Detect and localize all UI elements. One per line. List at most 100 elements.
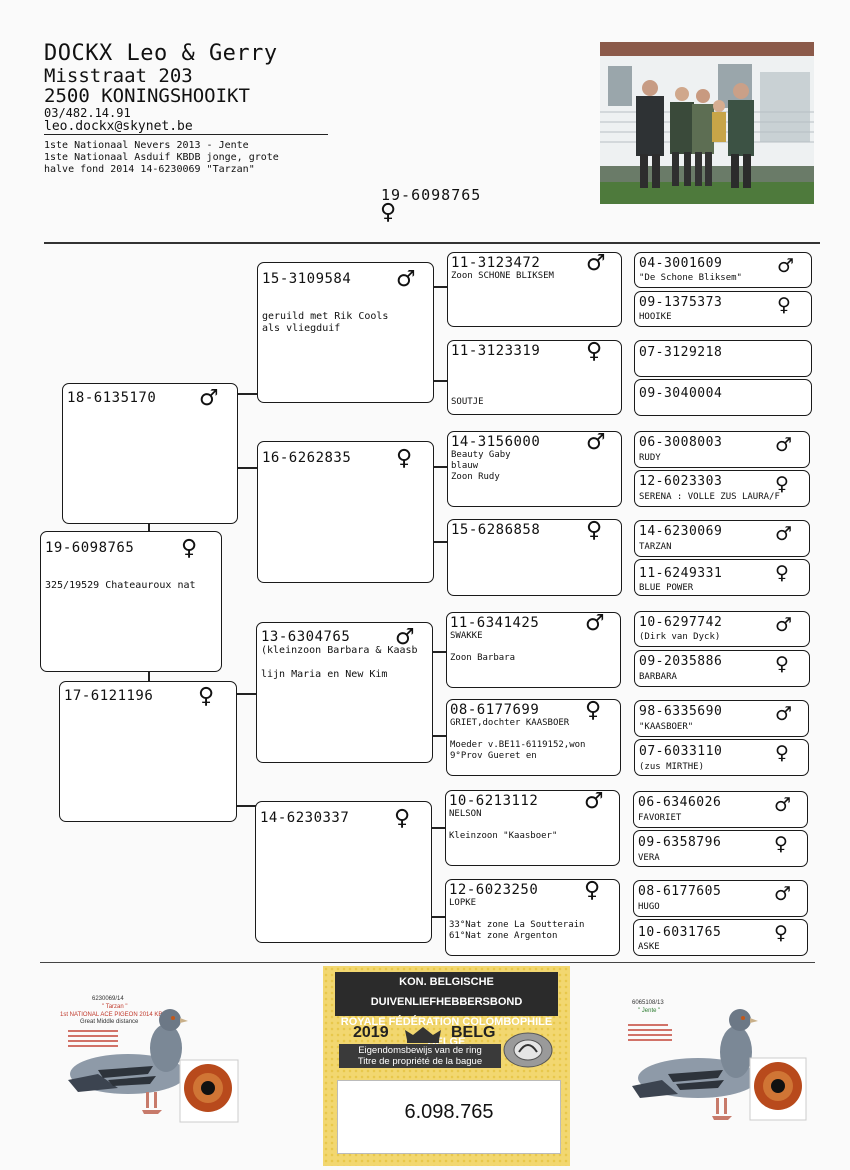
ring-number: 11-3123472: [451, 255, 541, 271]
female-icon: ♀: [774, 833, 788, 855]
card-federation-nl: KON. BELGISCHE DUIVENLIEFHEBBERSBOND: [370, 976, 523, 1008]
ring-ownership-card: KON. BELGISCHE DUIVENLIEFHEBBERSBOND ROY…: [323, 966, 570, 1166]
pigeon-notes: (kleinzoon Barbara & Kaasb lijn Maria en…: [261, 645, 418, 680]
pigeon-notes: HUGO: [638, 902, 660, 912]
pigeon-notes: SWAKKE Zoon Barbara: [450, 631, 516, 663]
connector-line: [236, 693, 256, 695]
pigeon-notes: ASKE: [638, 942, 660, 952]
pedigree-ggp-16: 10-6031765 ♀ ASKE: [633, 919, 808, 956]
pigeon-notes: GRIET,dochter KAASBOER Moeder v.BE11-611…: [450, 718, 586, 761]
pedigree-ggp-1: 04-3001609 ♂ "De Schone Bliksem": [634, 252, 812, 288]
connector-line: [431, 916, 445, 918]
pedigree-fmf: 14-3156000 ♂ Beauty Gaby blauw Zoon Rudy: [447, 431, 622, 507]
pedigree-ggp-4: 09-3040004: [634, 379, 812, 416]
header-separator: [44, 242, 820, 244]
male-icon: ♂: [395, 625, 415, 650]
ring-number: 06-6346026: [638, 795, 722, 810]
female-icon: ♀: [396, 446, 413, 471]
ring-number: 10-6297742: [639, 615, 723, 630]
ring-number: 12-6023303: [639, 474, 723, 489]
crown-icon: [405, 1027, 441, 1043]
female-icon: ♀: [584, 878, 601, 903]
male-icon: ♂: [584, 789, 604, 814]
pedigree-ggp-9: 10-6297742 ♂ (Dirk van Dyck): [634, 611, 810, 647]
pedigree-ffm: 11-3123319 ♀ SOUTJE: [447, 340, 622, 415]
connector-line: [431, 827, 445, 829]
pedigree-ggp-15: 08-6177605 ♂ HUGO: [633, 880, 808, 917]
pigeon-photo-jente: 6065108/13 " Jente ": [618, 994, 808, 1128]
female-icon: ♀: [198, 684, 215, 709]
pigeon-notes: HOOIKE: [639, 312, 672, 322]
ring-number: 10-6031765: [638, 925, 722, 940]
pigeon-notes: LOPKE 33°Nat zone La Soutterain 61°Nat z…: [449, 898, 585, 941]
ring-number: 19-6098765: [45, 540, 135, 556]
pedigree-ggp-2: 09-1375373 ♀ HOOIKE: [634, 291, 812, 327]
ring-number: 10-6213112: [449, 793, 539, 809]
pigeon-caption-sub: Great Middle distance: [80, 1019, 139, 1025]
card-label-nl: Eigendomsbewijs van de ring: [358, 1045, 482, 1056]
ring-number: 04-3001609: [639, 256, 723, 271]
pedigree-ggp-13: 06-6346026 ♂ FAVORIET: [633, 791, 808, 828]
ring-number: 13-6304765: [261, 629, 351, 645]
pigeon-caption-ring: 6230069/14: [92, 996, 124, 1002]
breeder-phone: 03/482.14.91: [44, 106, 131, 120]
pigeon-notes: TARZAN: [639, 542, 672, 552]
ring-number: 09-1375373: [639, 295, 723, 310]
connector-line: [432, 651, 446, 653]
pedigree-ggp-10: 09-2035886 ♀ BARBARA: [634, 650, 810, 687]
pigeon-notes: SOUTJE: [451, 397, 484, 407]
breeder-city: 2500 KONINGSHOOIKT: [44, 85, 250, 107]
ring-number: 11-6341425: [450, 615, 540, 631]
female-icon: ♀: [774, 922, 788, 944]
breeder-email[interactable]: leo.dockx@skynet.be: [44, 119, 193, 134]
pedigree-ggp-6: 12-6023303 ♀ SERENA : VOLLE ZUS LAURA/F: [634, 470, 810, 507]
pedigree-mother: 17-6121196 ♀: [59, 681, 237, 822]
pigeon-caption-name: " Jente ": [638, 1008, 661, 1014]
pedigree-ggp-12: 07-6033110 ♀ (zus MIRTHE): [634, 739, 809, 776]
ring-number: 11-6249331: [639, 566, 723, 581]
pigeon-notes: (zus MIRTHE): [639, 762, 705, 772]
card-ownership-label: Eigendomsbewijs van de ring Titre de pro…: [339, 1044, 501, 1068]
pigeon-notes: FAVORIET: [638, 813, 682, 823]
female-icon: ♀: [181, 536, 198, 561]
ring-number: 18-6135170: [67, 390, 157, 406]
pedigree-fmm: 15-6286858 ♀: [447, 519, 622, 596]
ring-number: 15-6286858: [451, 522, 541, 538]
male-icon: ♂: [586, 430, 606, 455]
ring-number: 14-6230337: [260, 810, 350, 826]
card-number-panel: 6.098.765: [337, 1080, 561, 1154]
pedigree-ggp-8: 11-6249331 ♀ BLUE POWER: [634, 559, 810, 596]
card-label-fr: Titre de propriété de la bague: [357, 1056, 483, 1067]
pedigree-subject: 19-6098765 ♀ 325/19529 Chateauroux nat: [40, 531, 222, 672]
ring-number: 98-6335690: [639, 704, 723, 719]
ring-number: 14-6230069: [639, 524, 723, 539]
pigeon-notes: "De Schone Bliksem": [639, 273, 742, 283]
male-icon: ♂: [585, 611, 605, 636]
female-icon: ♀: [775, 473, 789, 495]
ring-number: 08-6177699: [450, 702, 540, 718]
pedigree-mmf: 10-6213112 ♂ NELSON Kleinzoon "Kaasboer": [445, 790, 620, 866]
female-icon: ♀: [586, 518, 603, 543]
female-icon: ♀: [775, 742, 789, 764]
pigeon-notes: Zoon SCHONE BLIKSEM: [451, 271, 554, 281]
pedigree-ggp-7: 14-6230069 ♂ TARZAN: [634, 520, 810, 557]
connector-line: [433, 380, 447, 382]
pedigree-mfm: 08-6177699 ♀ GRIET,dochter KAASBOER Moed…: [446, 699, 621, 776]
pedigree-ggp-3: 07-3129218: [634, 340, 812, 377]
male-icon: ♂: [774, 883, 792, 905]
connector-line: [432, 735, 446, 737]
male-icon: ♂: [396, 267, 416, 292]
pigeon-notes: Beauty Gaby blauw Zoon Rudy: [451, 450, 511, 482]
footer-divider: [40, 962, 815, 963]
pigeon-notes: VERA: [638, 853, 660, 863]
connector-line: [433, 541, 447, 543]
connector-line: [237, 393, 257, 395]
pedigree-mmm: 12-6023250 ♀ LOPKE 33°Nat zone La Soutte…: [445, 879, 620, 956]
connector-line: [236, 805, 256, 807]
ring-number: 08-6177605: [638, 884, 722, 899]
female-icon: ♀: [777, 294, 791, 316]
ring-number: 14-3156000: [451, 434, 541, 450]
pigeon-photo-tarzan: 6230069/14 " Tarzan " 1st NATIONAL ACE P…: [58, 988, 244, 1126]
connector-line: [237, 467, 257, 469]
card-country: BELG: [451, 1024, 496, 1041]
